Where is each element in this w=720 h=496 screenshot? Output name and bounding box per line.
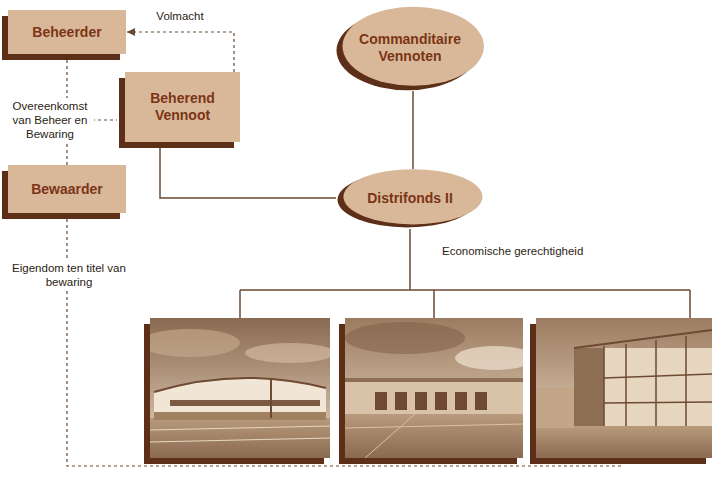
party-box: Beherend Vennoot: [125, 72, 240, 142]
annotation-label: Economische gerechtigheid: [440, 243, 594, 259]
connector-line: [127, 32, 234, 72]
building-photo: [140, 318, 335, 464]
annotation-label: Eigendom ten titel van bewaring: [8, 260, 130, 290]
node-label: Bewaarder: [31, 181, 103, 198]
entitlement-tree: [240, 229, 690, 318]
arrow-head: [127, 28, 135, 36]
party-box: Bewaarder: [8, 165, 126, 213]
connector: [127, 28, 234, 72]
node-label: Commanditaire Vennoten: [358, 31, 462, 65]
connector: [160, 148, 336, 198]
node-label: Distrifonds II: [367, 190, 453, 207]
party-box: Beheerder: [8, 10, 126, 54]
partner-ellipse: Commanditaire Vennoten: [335, 5, 485, 91]
connector-line: [160, 148, 336, 198]
connector: [413, 91, 414, 169]
ownership-line: [67, 120, 624, 466]
connector-label: Volmacht: [142, 8, 218, 24]
building-photo: [530, 318, 712, 464]
node-label: Beherend Vennoot: [135, 90, 230, 124]
connector-label: Overeenkomst van Beheer en Bewaring: [6, 98, 94, 142]
node-label: Beheerder: [32, 24, 101, 41]
building-photo: [339, 318, 535, 464]
fund-ellipse: Distrifonds II: [336, 168, 484, 228]
connector-line: [412, 91, 414, 169]
